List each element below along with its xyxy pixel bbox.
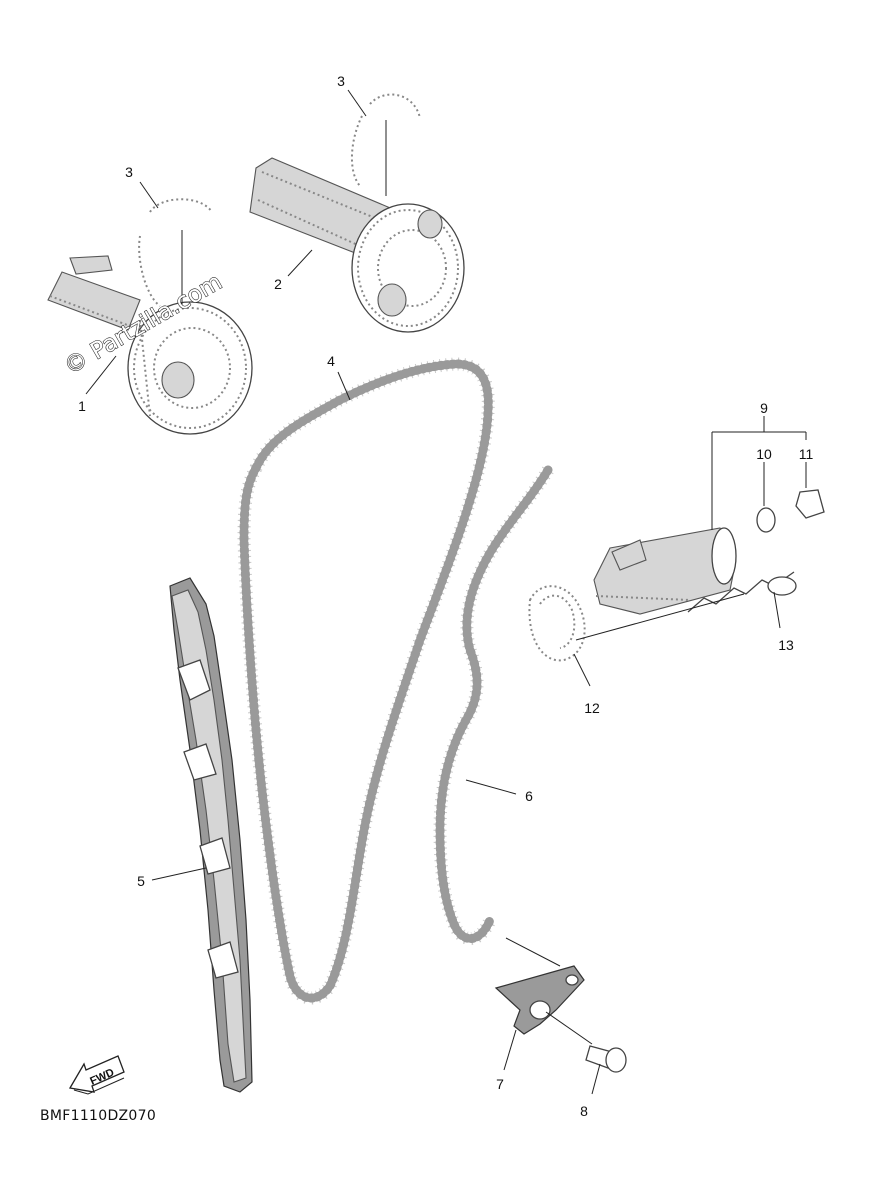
bolt-11 <box>795 489 825 519</box>
callout-10: 10 <box>756 446 772 462</box>
gasket-12 <box>528 585 586 662</box>
leader-lines <box>85 89 807 1095</box>
callout-8: 8 <box>580 1103 588 1119</box>
camshaft-1 <box>47 255 253 435</box>
callout-3-left: 3 <box>125 164 133 180</box>
clip-3-left <box>138 198 213 307</box>
callout-labels: 1 2 3 3 4 5 6 7 8 9 10 11 12 13 <box>78 73 813 1119</box>
callout-3-upper: 3 <box>337 73 345 89</box>
callout-6: 6 <box>525 788 533 804</box>
callout-12: 12 <box>584 700 600 716</box>
callout-4: 4 <box>327 353 335 369</box>
timing-chain-4 <box>237 357 495 1005</box>
tensioner-bracket-7 <box>494 965 585 1035</box>
callout-7: 7 <box>496 1076 504 1092</box>
chain-guide-6 <box>433 465 554 945</box>
camshaft-2 <box>249 157 465 333</box>
clip-3-upper <box>350 93 421 187</box>
washer-10 <box>756 507 776 533</box>
bolt-8 <box>585 1045 627 1073</box>
tensioner-assembly-9 <box>593 527 737 615</box>
diagram-code: BMF1110DZ070 <box>40 1108 156 1124</box>
callout-2: 2 <box>274 276 282 292</box>
chain-guide-5 <box>169 577 253 1093</box>
fwd-arrow: FWD <box>68 1055 125 1095</box>
callout-13: 13 <box>778 637 794 653</box>
callout-5: 5 <box>137 873 145 889</box>
callout-11: 11 <box>799 446 814 462</box>
callout-1: 1 <box>78 398 86 414</box>
callout-9: 9 <box>760 400 768 416</box>
